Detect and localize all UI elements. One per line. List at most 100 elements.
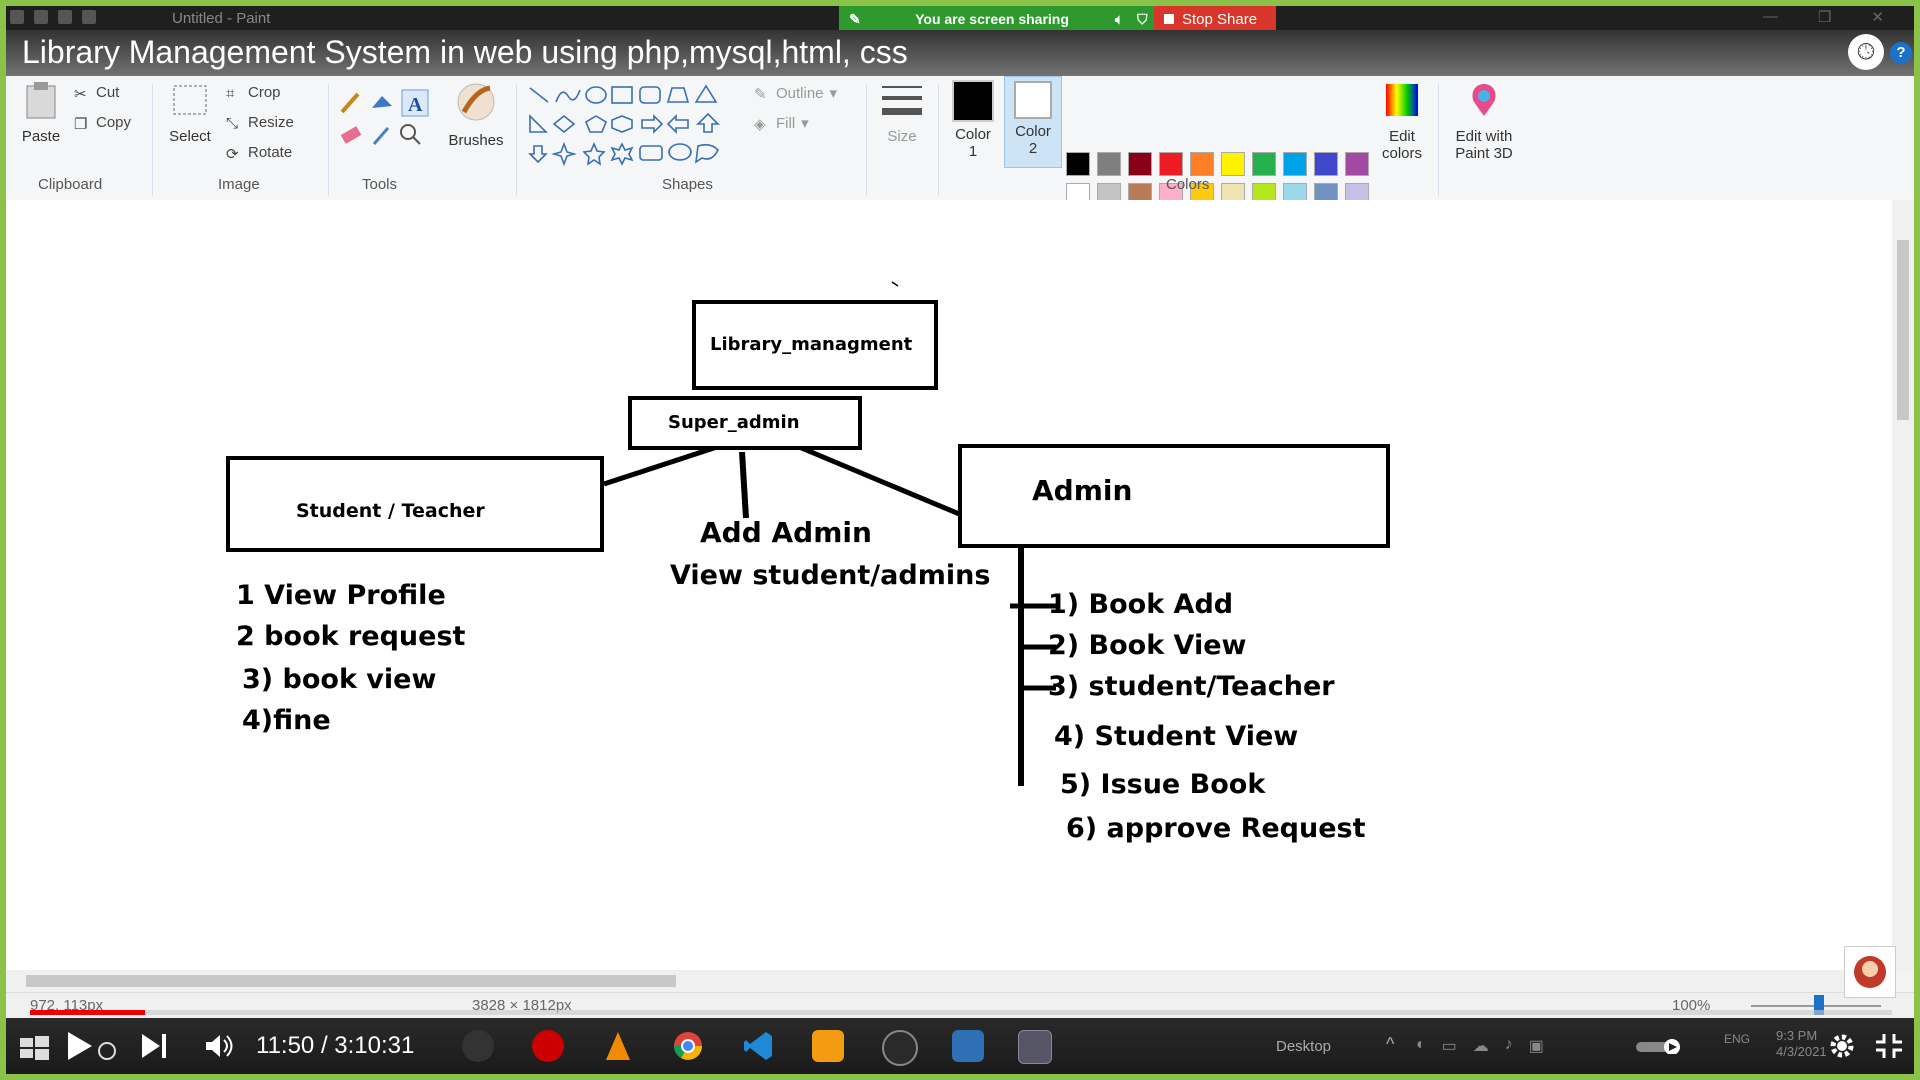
redo-icon[interactable] <box>82 10 96 24</box>
resize-icon: ⤡ <box>226 114 239 132</box>
horizontal-scrollbar[interactable] <box>6 970 1892 992</box>
volume-icon[interactable] <box>204 1032 238 1060</box>
student-teacher-label: Student / Teacher <box>296 500 485 522</box>
next-icon[interactable] <box>140 1032 174 1060</box>
edit-paint3d-button[interactable]: Edit with Paint 3D <box>1446 80 1522 162</box>
image-dimensions: 3828 × 1812px <box>472 997 572 1014</box>
speaker-icon[interactable]: 🔈︎ <box>1115 10 1124 27</box>
close-icon[interactable]: ✕ <box>1871 9 1884 26</box>
channel-avatar[interactable] <box>1844 946 1896 998</box>
desktop-toolbar-label[interactable]: Desktop <box>1276 1038 1332 1055</box>
video-progress-played[interactable] <box>30 1010 145 1015</box>
system-clock[interactable]: 9:3 PM 4/3/2021 <box>1776 1028 1827 1060</box>
stop-share-button[interactable]: Stop Share <box>1154 6 1276 32</box>
cloud-icon[interactable]: ☁ <box>1472 1038 1489 1055</box>
vlc-icon[interactable] <box>602 1030 634 1062</box>
chrome-icon[interactable] <box>672 1030 704 1062</box>
settings-gear-icon[interactable] <box>1828 1032 1856 1060</box>
fill-dropdown[interactable]: ◈ Fill ▾ <box>754 114 809 134</box>
chevron-up-icon[interactable]: ^ <box>1386 1034 1395 1054</box>
watch-later-icon[interactable]: 🕓︎ <box>1848 34 1884 70</box>
opera-icon[interactable] <box>532 1030 564 1062</box>
clock-date: 4/3/2021 <box>1776 1044 1827 1059</box>
vscode-icon[interactable] <box>742 1030 774 1062</box>
color-swatch[interactable] <box>1066 152 1090 176</box>
add-admin-text: Add Admin <box>700 516 872 549</box>
video-progress-track[interactable] <box>145 1010 1892 1015</box>
color2-button[interactable]: Color 2 <box>1004 76 1062 168</box>
rotate-label: Rotate <box>248 144 293 161</box>
app-icon[interactable] <box>882 1030 918 1066</box>
ribbon-separator <box>516 84 517 196</box>
rotate-button[interactable]: ⟳ Rotate <box>226 144 293 163</box>
color-swatch[interactable] <box>1097 152 1121 176</box>
mic-icon[interactable]: ♪ <box>1504 1036 1513 1053</box>
fill-bucket-icon[interactable] <box>372 96 392 108</box>
outline-icon: ✎ <box>754 86 767 103</box>
brush-icon <box>457 83 495 121</box>
copy-button[interactable]: ❐ Copy <box>74 114 131 133</box>
undo-icon[interactable] <box>58 10 72 24</box>
view-student-admins-text: View student/admins <box>670 560 991 591</box>
outline-dropdown[interactable]: ✎ Outline ▾ <box>754 84 838 104</box>
clock-time: 9:3 PM <box>1776 1028 1818 1043</box>
color-picker-icon[interactable] <box>372 127 390 145</box>
color-swatch[interactable] <box>1252 152 1276 176</box>
chevron-down-icon: ▾ <box>829 85 838 102</box>
stop-share-label: Stop Share <box>1182 10 1258 28</box>
help-icon[interactable]: ? <box>1890 42 1912 64</box>
system-tray: ◐ ▭ ☁ ♪ ▣ <box>1416 1036 1544 1056</box>
admin-item: 1) Book Add <box>1048 589 1234 620</box>
autoplay-toggle[interactable] <box>1636 1038 1692 1054</box>
color-swatch[interactable] <box>1345 152 1369 176</box>
shapes-gallery[interactable] <box>524 82 744 172</box>
resize-button[interactable]: ⤡ Resize <box>226 114 294 132</box>
display-icon[interactable]: ▣ <box>1528 1038 1544 1055</box>
super-admin-label: Super_admin <box>668 412 800 433</box>
paint-app-icon <box>10 10 24 24</box>
color-swatch[interactable] <box>1283 152 1307 176</box>
windows-start-icon[interactable] <box>20 1036 50 1060</box>
select-button[interactable]: Select <box>162 80 218 145</box>
color-swatch[interactable] <box>1314 152 1338 176</box>
crop-button[interactable]: ⌗ Crop <box>226 84 281 102</box>
obs-icon[interactable] <box>462 1030 494 1062</box>
battery-icon[interactable]: ▭ <box>1441 1038 1457 1055</box>
color-swatch[interactable] <box>1128 152 1152 176</box>
sublime-icon[interactable] <box>812 1030 844 1062</box>
cut-button[interactable]: ✂ Cut <box>74 84 119 103</box>
student-teacher-box: Student / Teacher <box>226 456 604 552</box>
search-circle-icon[interactable] <box>96 1040 118 1062</box>
exit-fullscreen-icon[interactable] <box>1874 1032 1904 1060</box>
zoom-slider-knob[interactable] <box>1814 995 1824 1015</box>
paste-button[interactable]: Paste <box>16 80 66 145</box>
ribbon-separator <box>328 84 329 196</box>
language-indicator[interactable]: ENG <box>1724 1032 1750 1046</box>
minimize-icon[interactable]: — <box>1762 8 1778 25</box>
cursor-position: 972, 113px <box>30 997 104 1014</box>
pencil-icon[interactable] <box>340 92 360 114</box>
paint-taskbar-icon[interactable] <box>1018 1030 1052 1064</box>
paste-icon <box>26 82 56 119</box>
student-item: 4)fine <box>242 705 331 736</box>
brushes-button[interactable]: Brushes <box>444 80 508 149</box>
color-swatch[interactable] <box>1190 152 1214 176</box>
mail-icon[interactable] <box>952 1030 984 1062</box>
eraser-icon[interactable] <box>340 126 362 144</box>
color-swatch[interactable] <box>1221 152 1245 176</box>
magnifier-icon[interactable] <box>400 124 421 145</box>
library-management-box: Library_managment <box>692 300 938 390</box>
vertical-scrollbar[interactable] <box>1892 200 1914 970</box>
text-tool-icon[interactable]: A <box>401 89 429 117</box>
save-icon[interactable] <box>34 10 48 24</box>
maximize-icon[interactable]: ❐ <box>1817 9 1832 26</box>
play-icon[interactable] <box>64 1030 94 1062</box>
scrollbar-thumb[interactable] <box>1897 240 1909 420</box>
network-icon[interactable]: ◐ <box>1416 1036 1426 1053</box>
edit-colors-button[interactable]: Edit colors <box>1372 80 1432 162</box>
color-swatch[interactable] <box>1159 152 1183 176</box>
scrollbar-thumb[interactable] <box>26 975 676 987</box>
size-button[interactable]: Size <box>876 80 928 145</box>
paint-canvas[interactable]: Library_managment Super_admin Student / … <box>6 200 1914 970</box>
color1-button[interactable]: Color 1 <box>946 80 1000 160</box>
